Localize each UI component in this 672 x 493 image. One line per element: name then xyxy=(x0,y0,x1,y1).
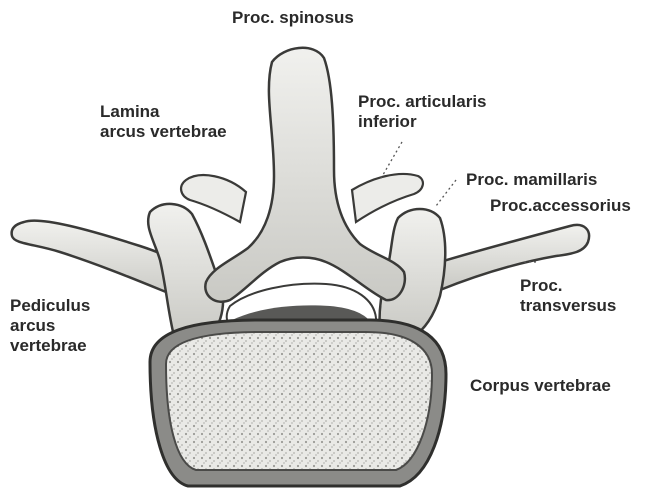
label-lamina-arcus-vertebrae: Lamina arcus vertebrae xyxy=(100,102,227,142)
label-transversus-line1: Proc. xyxy=(520,276,616,296)
label-pediculus-line3: vertebrae xyxy=(10,336,90,356)
label-transversus-line2: transversus xyxy=(520,296,616,316)
label-corpus-vertebrae: Corpus vertebrae xyxy=(470,376,611,396)
label-proc-articularis-inferior: Proc. articularis inferior xyxy=(358,92,487,132)
label-pediculus-line1: Pediculus xyxy=(10,296,90,316)
label-proc-transversus: Proc. transversus xyxy=(520,276,616,316)
label-lamina-line1: Lamina xyxy=(100,102,227,122)
label-accessorius-text: Proc.accessorius xyxy=(490,196,631,216)
label-articularis-line2: inferior xyxy=(358,112,487,132)
leader-mamillaris xyxy=(436,180,456,206)
label-proc-mamillaris: Proc. mamillaris xyxy=(466,170,597,190)
label-corpus-text: Corpus vertebrae xyxy=(470,376,611,396)
label-mamillaris-text: Proc. mamillaris xyxy=(466,170,597,190)
label-pediculus-arcus-vertebrae: Pediculus arcus vertebrae xyxy=(10,296,90,356)
label-articularis-line1: Proc. articularis xyxy=(358,92,487,112)
vertebral-arch xyxy=(205,48,405,302)
label-pediculus-line2: arcus xyxy=(10,316,90,336)
label-proc-spinosus-text: Proc. spinosus xyxy=(232,8,354,28)
label-proc-accessorius: Proc.accessorius xyxy=(490,196,631,216)
vertebral-body-endplate xyxy=(166,332,432,470)
label-lamina-line2: arcus vertebrae xyxy=(100,122,227,142)
label-proc-spinosus: Proc. spinosus xyxy=(232,8,354,28)
